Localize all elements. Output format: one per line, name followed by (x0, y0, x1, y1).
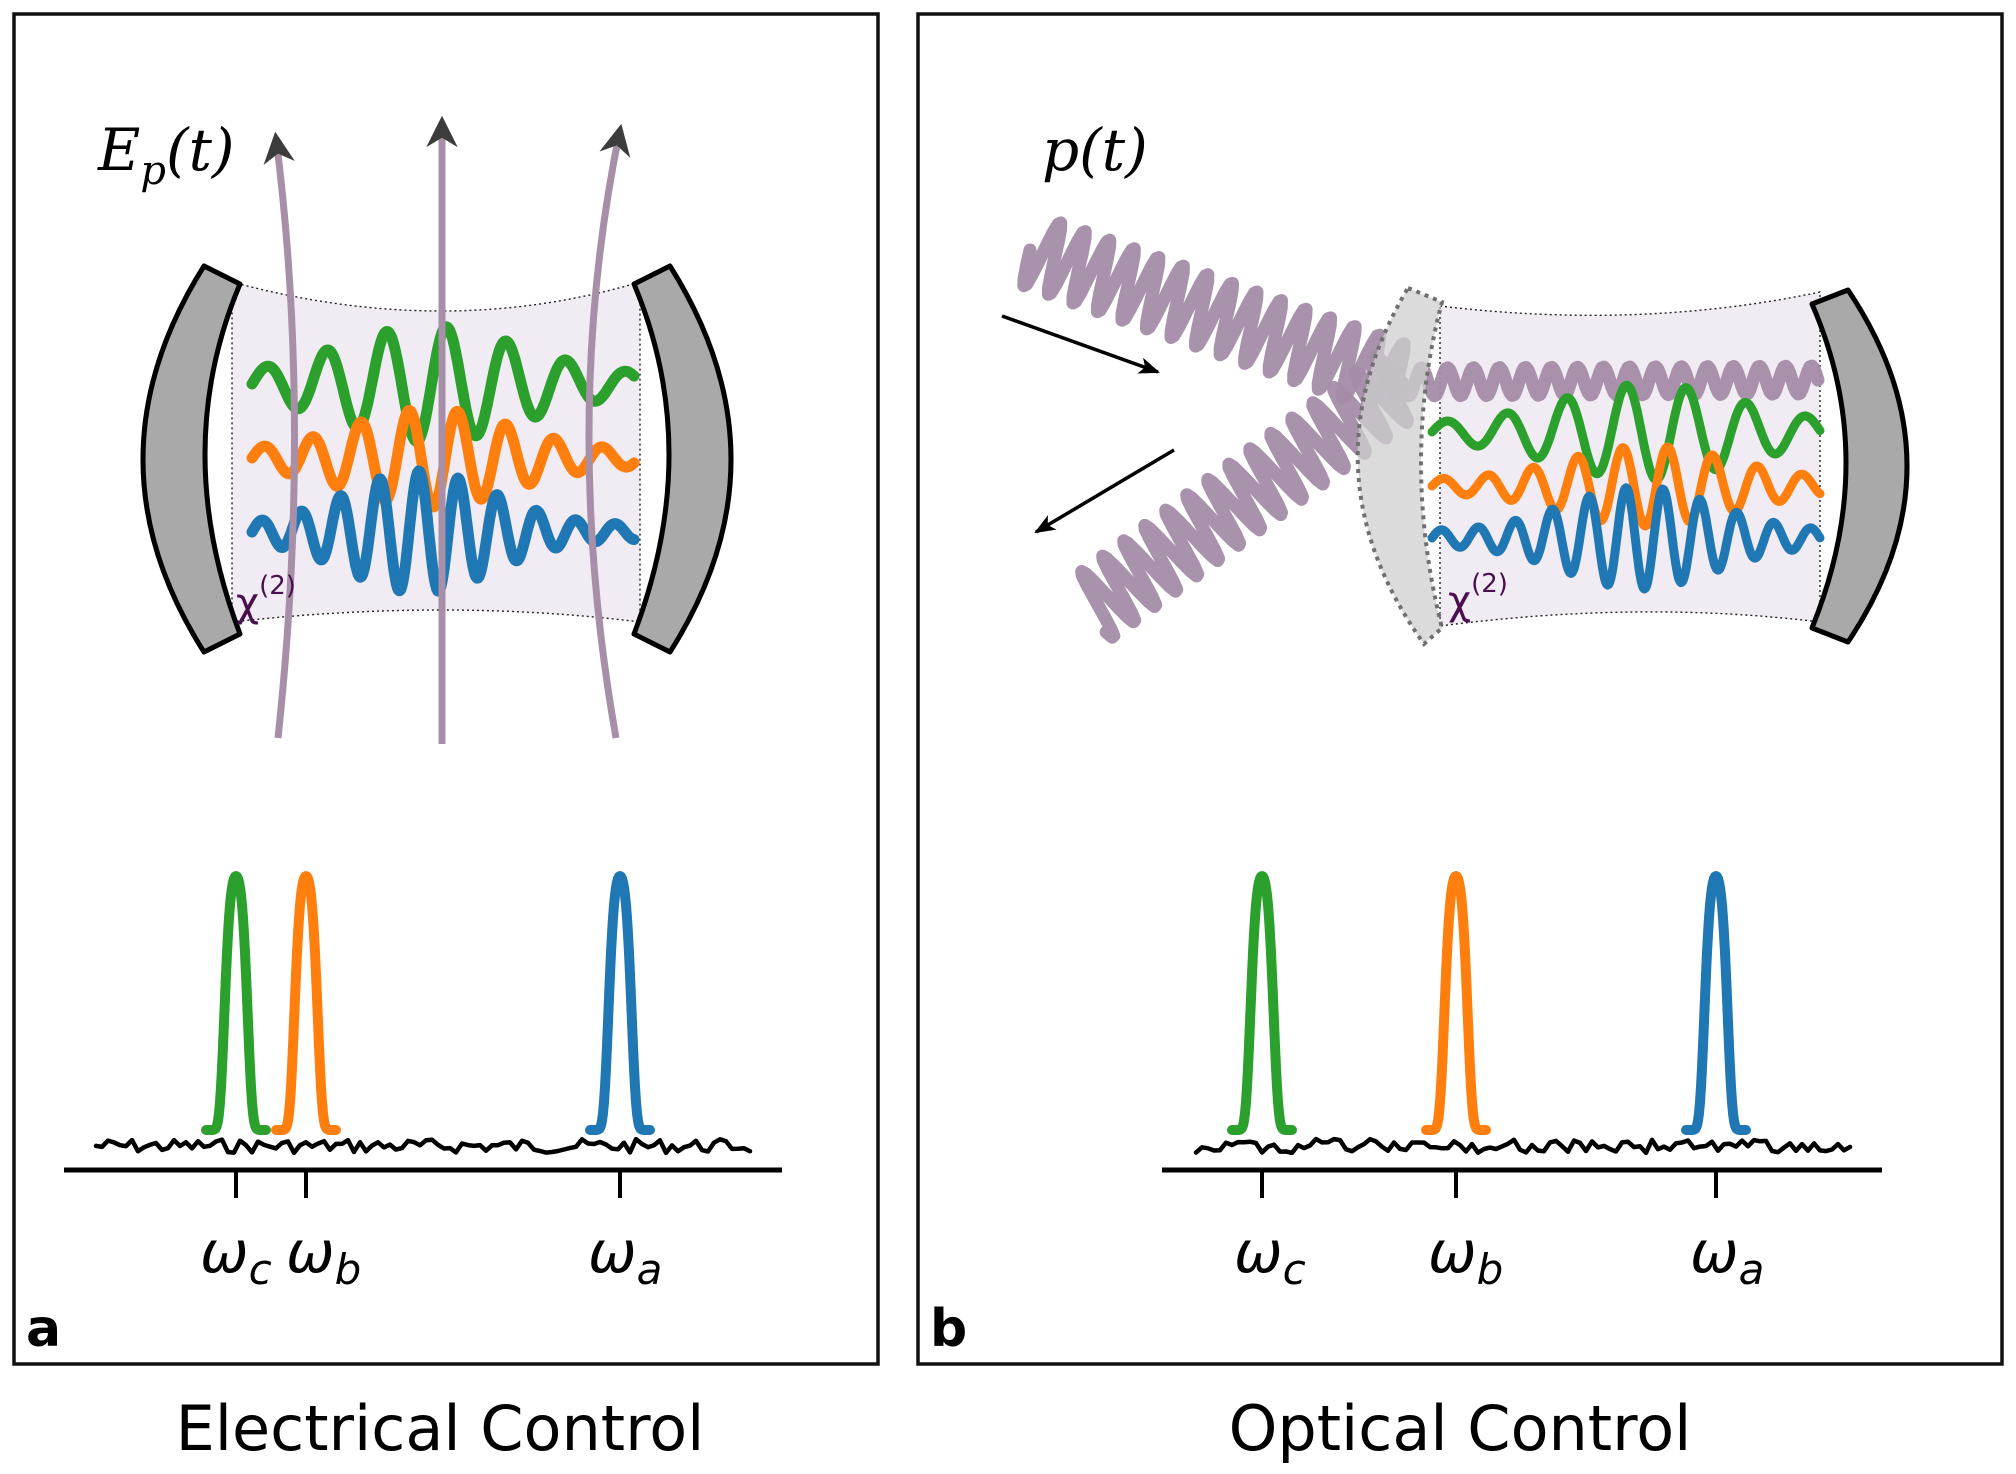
peak-omega-a-b (1681, 871, 1751, 1135)
panel-a-left-mirror (140, 263, 243, 655)
peak-omega-c-a (201, 871, 271, 1135)
pump-beam-reflected (1075, 350, 1414, 644)
drive-label-electrical: Ep(t) (97, 116, 235, 194)
omega-c-label-a: ωc (200, 1218, 272, 1294)
drive-label-optical: p(t) (1042, 116, 1148, 184)
omega-b-label-a: ωb (286, 1218, 361, 1294)
peak-omega-b-a (271, 871, 341, 1135)
mode-a-wave-b (1427, 483, 1825, 594)
peak-omega-c-b (1227, 871, 1297, 1135)
caption-optical-control: Optical Control (1229, 1392, 1692, 1465)
field-line-left (263, 131, 299, 739)
pump-in-arrow (1001, 314, 1160, 374)
panel-a: Ep(t) χ(2) ωc ωb ωa a (12, 12, 880, 1366)
mode-c-wave-b (1427, 380, 1825, 485)
panel-a-spectrum (93, 871, 753, 1156)
chi-label-a: χ(2) (236, 571, 296, 626)
panel-b-pump-beams (1017, 216, 1825, 644)
peak-omega-a-a (585, 871, 655, 1135)
omega-b-label-b: ωb (1428, 1218, 1503, 1294)
panel-letter-a: a (26, 1299, 61, 1359)
baseline-noise-a (93, 1136, 753, 1156)
baseline-noise-b (1193, 1136, 1853, 1156)
chi-label-b: χ(2) (1448, 569, 1508, 624)
panel-b-input-mirror (1355, 285, 1445, 647)
peak-omega-b-b (1421, 871, 1491, 1135)
panel-b-right-mirror (1809, 287, 1910, 645)
panel-letter-b: b (930, 1299, 967, 1359)
panel-b-spectrum (1193, 871, 1853, 1156)
omega-a-label-a: ωa (588, 1218, 662, 1294)
mode-b-wave-b (1427, 442, 1825, 531)
omega-a-label-b: ωa (1690, 1218, 1764, 1294)
omega-c-label-b: ωc (1234, 1218, 1306, 1294)
caption-electrical-control: Electrical Control (176, 1392, 705, 1465)
panel-a-frame (12, 12, 880, 1366)
panel-b-cavity-modes (1427, 380, 1825, 594)
panel-b-frame (916, 12, 2004, 1366)
pump-beam-intracavity (1395, 359, 1825, 403)
field-line-right (585, 123, 631, 739)
pump-out-arrow (1034, 448, 1175, 534)
panel-a-right-mirror (631, 263, 734, 655)
pump-beam-incoming (1017, 216, 1411, 414)
panel-b: p(t) χ(2) ωc ωb ωa b (916, 12, 2004, 1366)
